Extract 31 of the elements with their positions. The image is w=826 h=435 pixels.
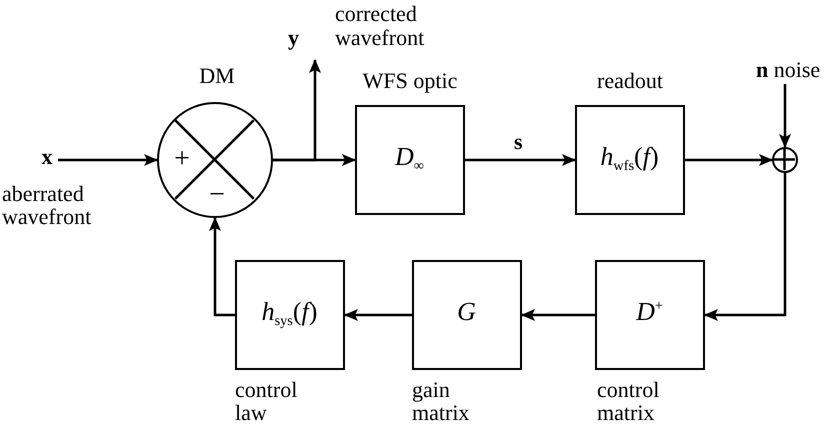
block-title: DM <box>198 64 236 88</box>
arrow <box>344 309 412 321</box>
summing-junction <box>772 147 798 173</box>
arrow <box>465 154 576 166</box>
arrow <box>209 217 235 316</box>
block-title: WFS optic <box>362 69 458 94</box>
arrow <box>273 154 356 166</box>
arrow <box>685 154 773 166</box>
block-symbol: h$_{wfs}$(f) <box>599 143 660 175</box>
signal-label: n noise <box>756 58 822 82</box>
process-block <box>595 260 705 370</box>
block-symbol: D$_{∞}$ <box>394 143 425 175</box>
node-label: corrected wavefront <box>335 2 426 50</box>
node-label: control matrix <box>597 378 660 424</box>
block-title: readout <box>596 69 664 94</box>
node-label: gain matrix <box>412 378 470 424</box>
arrow <box>779 84 791 148</box>
arrow <box>704 173 786 321</box>
block-symbol: G <box>456 298 477 327</box>
block-symbol: D$^{+}$ <box>634 298 664 327</box>
node-label: aberrated wavefront <box>2 182 92 228</box>
process-block <box>235 260 345 370</box>
sign-label: − <box>208 180 226 211</box>
signal-label: x <box>40 145 54 170</box>
arrow <box>521 309 595 321</box>
arrow <box>58 154 158 166</box>
node-label: control law <box>235 378 298 424</box>
sign-label: + <box>173 144 191 175</box>
signal-label: y <box>288 26 300 50</box>
block-symbol: h$_{sys}$(f) <box>260 298 318 330</box>
process-block <box>412 260 522 370</box>
